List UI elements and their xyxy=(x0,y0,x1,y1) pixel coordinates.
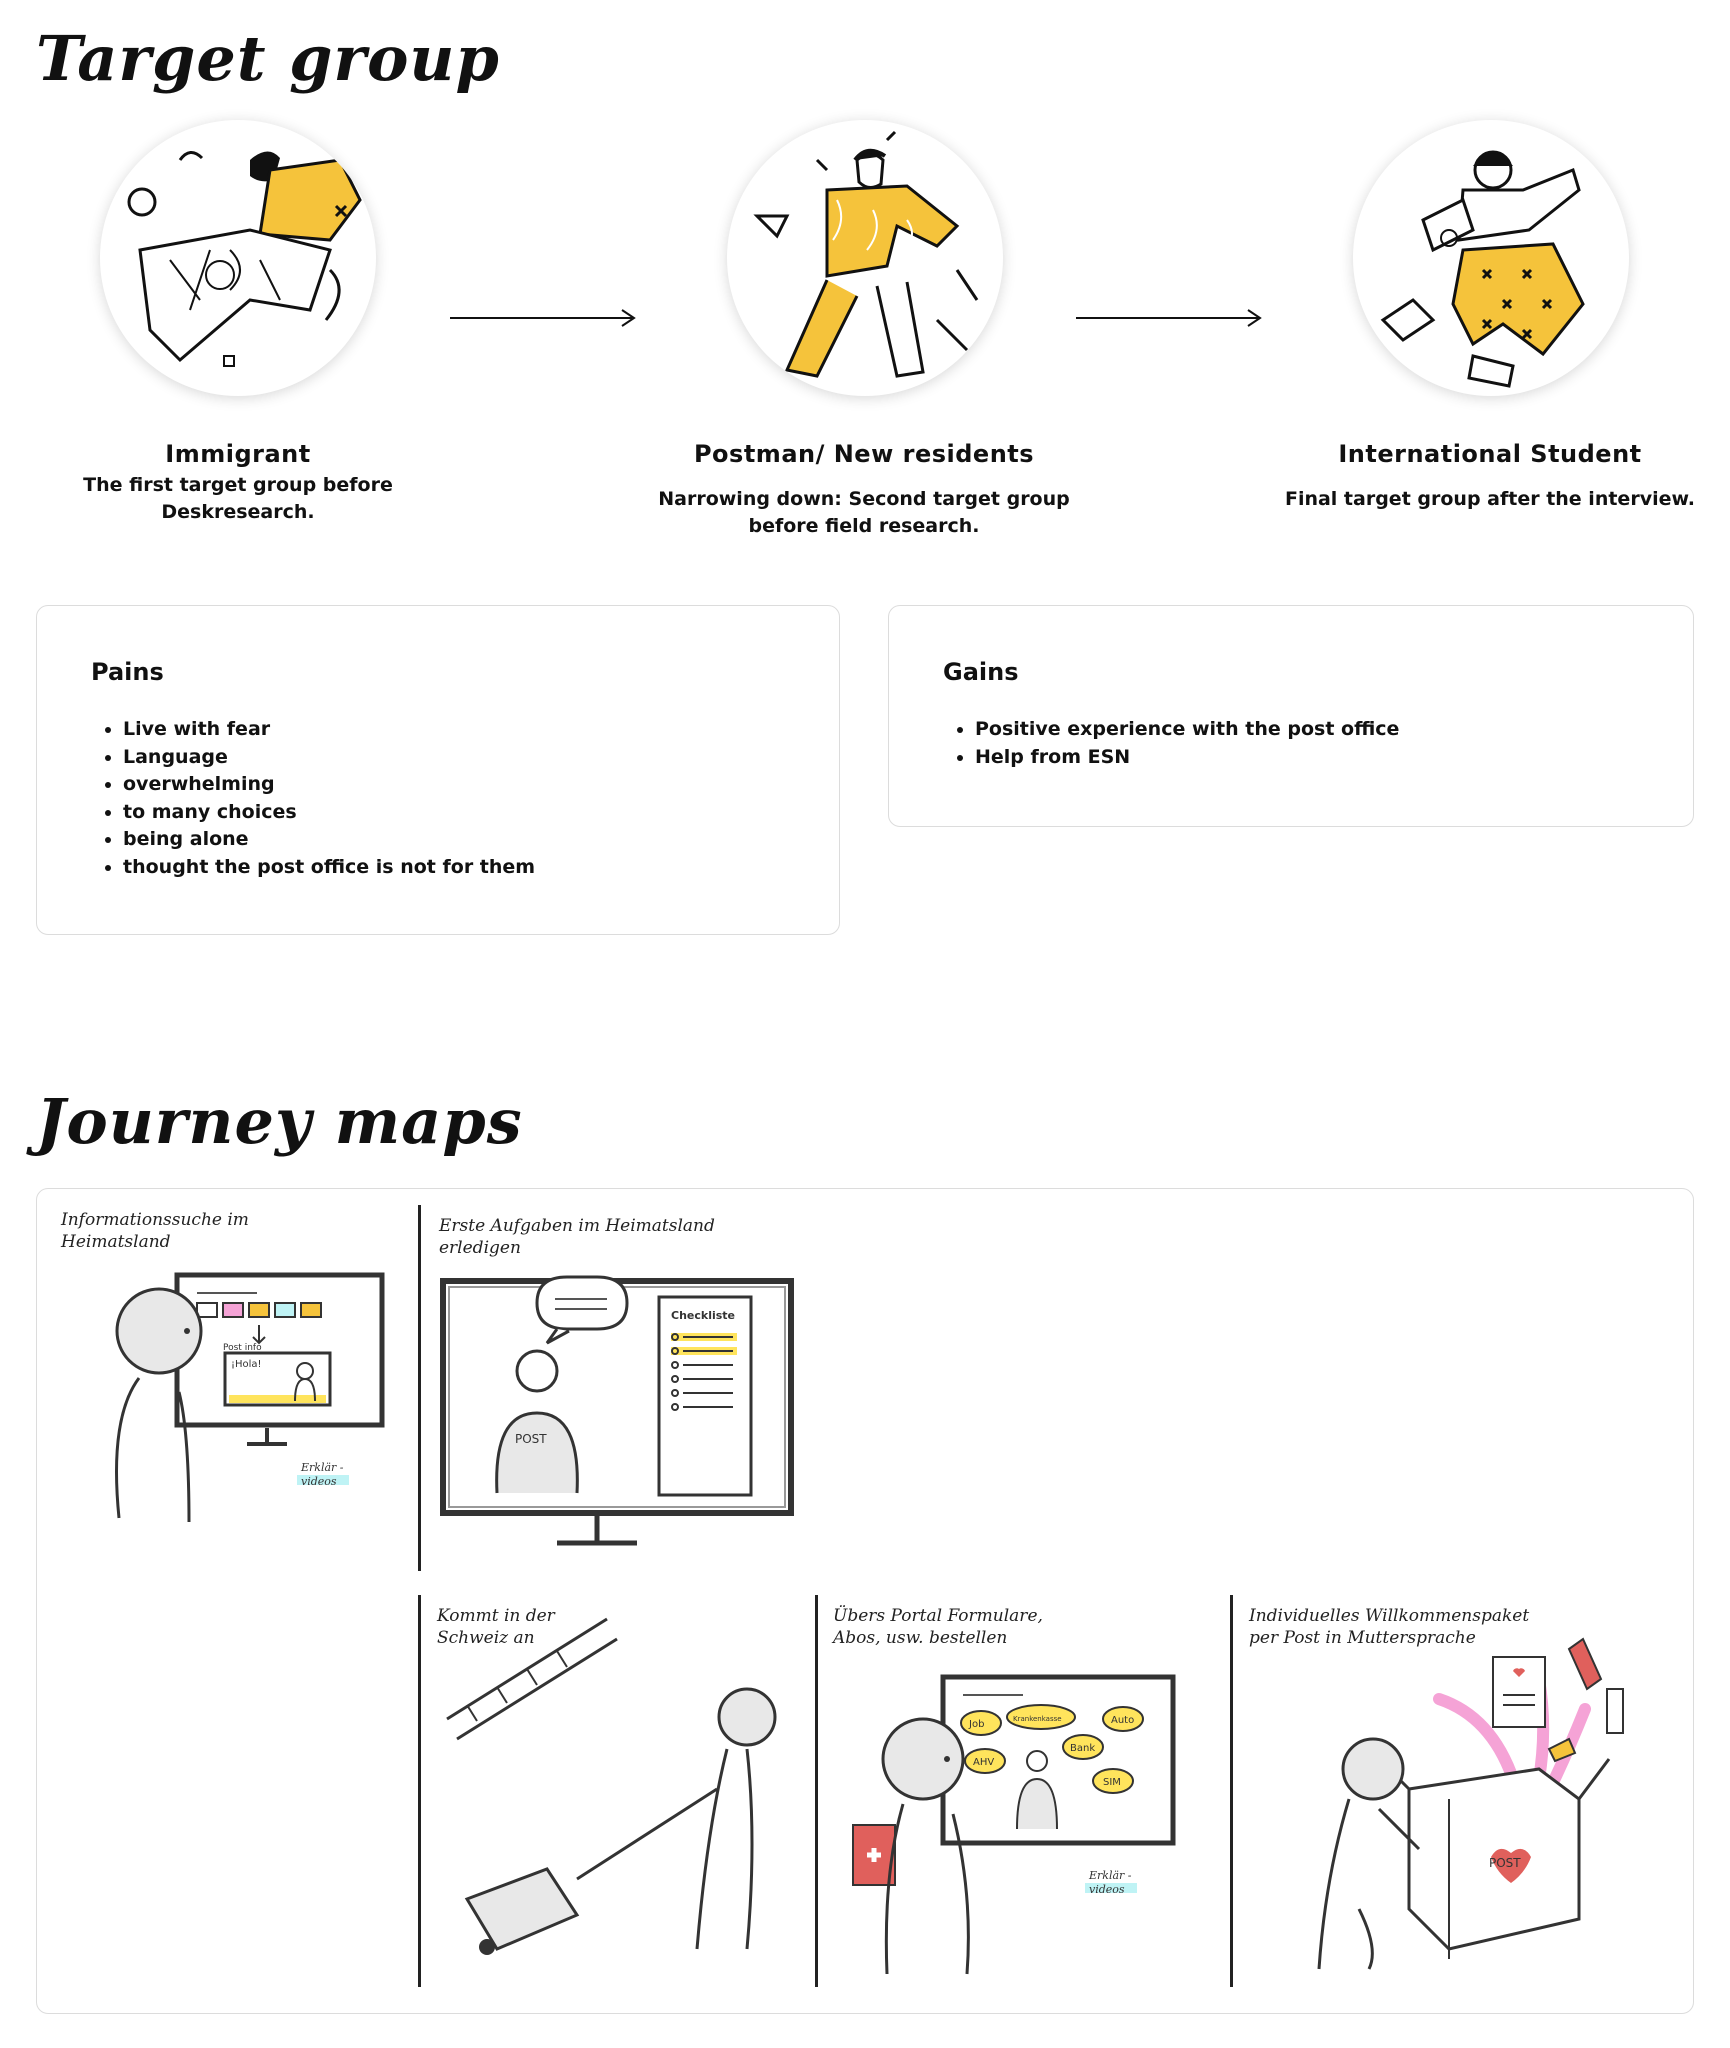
persona-description: The first target group before Deskresear… xyxy=(83,474,393,523)
persona-postman: Postman/ New residents Narrowing down: S… xyxy=(654,440,1074,540)
screen-text: Post info xyxy=(223,1343,262,1353)
step-caption: Informationssuche im Heimatsland xyxy=(61,1210,249,1252)
screen-text: AHV xyxy=(973,1757,994,1768)
step-caption: Erste Aufgaben im Heimatsland erledigen xyxy=(439,1216,715,1258)
target-group-heading: Target group xyxy=(36,22,500,95)
list-item: Help from ESN xyxy=(975,744,1399,772)
postman-illustration xyxy=(727,120,1003,396)
step-caption: Kommt in der Schweiz an xyxy=(437,1606,555,1648)
list-item: to many choices xyxy=(123,799,535,827)
persona-description: Narrowing down: Second target group befo… xyxy=(658,488,1070,537)
pains-card: Pains Live with fear Language overwhelmi… xyxy=(36,605,840,935)
persona-name: Postman/ New residents xyxy=(693,440,1035,468)
note-text: Erklär -videos xyxy=(300,1461,344,1488)
journey-step-3: Kommt in der Schweiz an xyxy=(427,1599,807,1989)
step-caption: Individuelles Willkommenspaket per Post … xyxy=(1249,1606,1530,1648)
arrow-icon xyxy=(1076,309,1262,327)
screen-text: ¡Hola! xyxy=(231,1359,262,1370)
divider xyxy=(418,1595,421,1987)
list-item: being alone xyxy=(123,826,535,854)
list-item: overwhelming xyxy=(123,771,535,799)
note-line: Erklär - xyxy=(300,1461,344,1474)
divider xyxy=(418,1205,421,1571)
journey-step-4: Übers Portal Formulare, Abos, usw. beste… xyxy=(823,1599,1223,1989)
journey-step-2: Erste Aufgaben im Heimatsland erledigen … xyxy=(427,1203,847,1563)
persona-name: International Student xyxy=(1338,440,1642,468)
journey-step-5: Individuelles Willkommenspaket per Post … xyxy=(1239,1599,1679,1989)
note-line: videos xyxy=(1089,1883,1125,1896)
screen-text: SIM xyxy=(1103,1777,1121,1788)
screen-text: Checkliste xyxy=(671,1309,735,1322)
gains-card: Gains Positive experience with the post … xyxy=(888,605,1694,827)
persona-student: International Student Final target group… xyxy=(1280,440,1700,513)
journey-step-1: Informationssuche im Heimatsland Post in… xyxy=(47,1203,407,1563)
screen-text: Job xyxy=(968,1719,984,1730)
list-item: thought the post office is not for them xyxy=(123,854,535,882)
screen-text: POST xyxy=(515,1432,547,1446)
student-illustration xyxy=(1353,120,1629,396)
persona-immigrant: Immigrant The first target group before … xyxy=(28,440,448,526)
journey-map-board: Informationssuche im Heimatsland Post in… xyxy=(36,1188,1694,2014)
pains-title: Pains xyxy=(91,658,164,686)
list-item: Positive experience with the post office xyxy=(975,716,1399,744)
pains-list: Live with fear Language overwhelming to … xyxy=(91,716,535,881)
note-line: videos xyxy=(301,1475,337,1488)
screen-text: POST xyxy=(1489,1856,1521,1870)
divider xyxy=(815,1595,818,1987)
list-item: Live with fear xyxy=(123,716,535,744)
step-caption: Übers Portal Formulare, Abos, usw. beste… xyxy=(833,1606,1043,1648)
screen-text: Auto xyxy=(1111,1715,1134,1726)
note-text: Erklär -videos xyxy=(1088,1869,1132,1896)
screen-text: Krankenkasse xyxy=(1013,1715,1062,1723)
gains-title: Gains xyxy=(943,658,1019,686)
journey-maps-heading: Journey maps xyxy=(36,1085,523,1158)
persona-name: Immigrant xyxy=(165,440,311,468)
divider xyxy=(1230,1595,1233,1987)
screen-text: Bank xyxy=(1070,1743,1095,1754)
gains-list: Positive experience with the post office… xyxy=(943,716,1399,771)
list-item: Language xyxy=(123,744,535,772)
note-line: Erklär - xyxy=(1088,1869,1132,1882)
persona-description: Final target group after the interview. xyxy=(1284,488,1696,510)
immigrant-illustration xyxy=(100,120,376,396)
arrow-icon xyxy=(450,309,636,327)
